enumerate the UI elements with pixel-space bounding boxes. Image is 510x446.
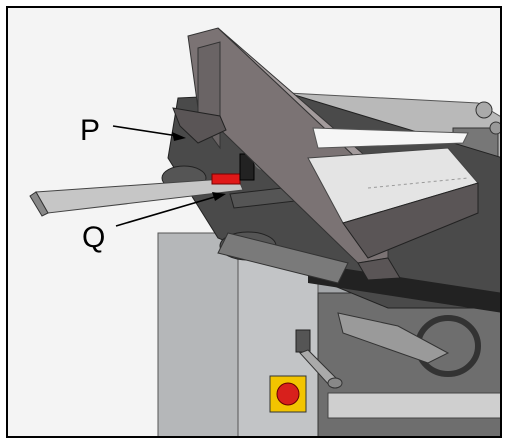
lever-slot <box>295 329 311 353</box>
side-panel <box>157 232 239 436</box>
planer-machine-illustration <box>8 8 500 436</box>
pointer-p-part <box>172 107 227 144</box>
arrowhead-q <box>212 192 226 201</box>
scale-strip <box>312 127 469 149</box>
knob-small <box>489 121 500 135</box>
extension-arm-end <box>29 191 49 217</box>
table-edge <box>308 263 500 313</box>
figure-frame: P Q <box>6 6 502 438</box>
callout-label-p: P <box>80 114 101 147</box>
knob <box>475 101 493 119</box>
guard-side <box>342 182 479 259</box>
guard-ridges <box>367 177 469 189</box>
lower-rail <box>327 392 500 419</box>
arrowhead-p <box>172 132 186 141</box>
leader-line-q <box>115 195 219 227</box>
leader-line-p <box>112 125 179 137</box>
callout-label-q: Q <box>82 221 106 254</box>
fence-foot <box>357 257 401 281</box>
emergency-stop-plate <box>269 375 307 413</box>
handwheel-arm <box>337 312 450 364</box>
roller-bar <box>217 232 349 284</box>
red-marker <box>211 173 241 185</box>
emergency-stop-button <box>276 382 300 406</box>
lever-knob <box>327 377 343 389</box>
